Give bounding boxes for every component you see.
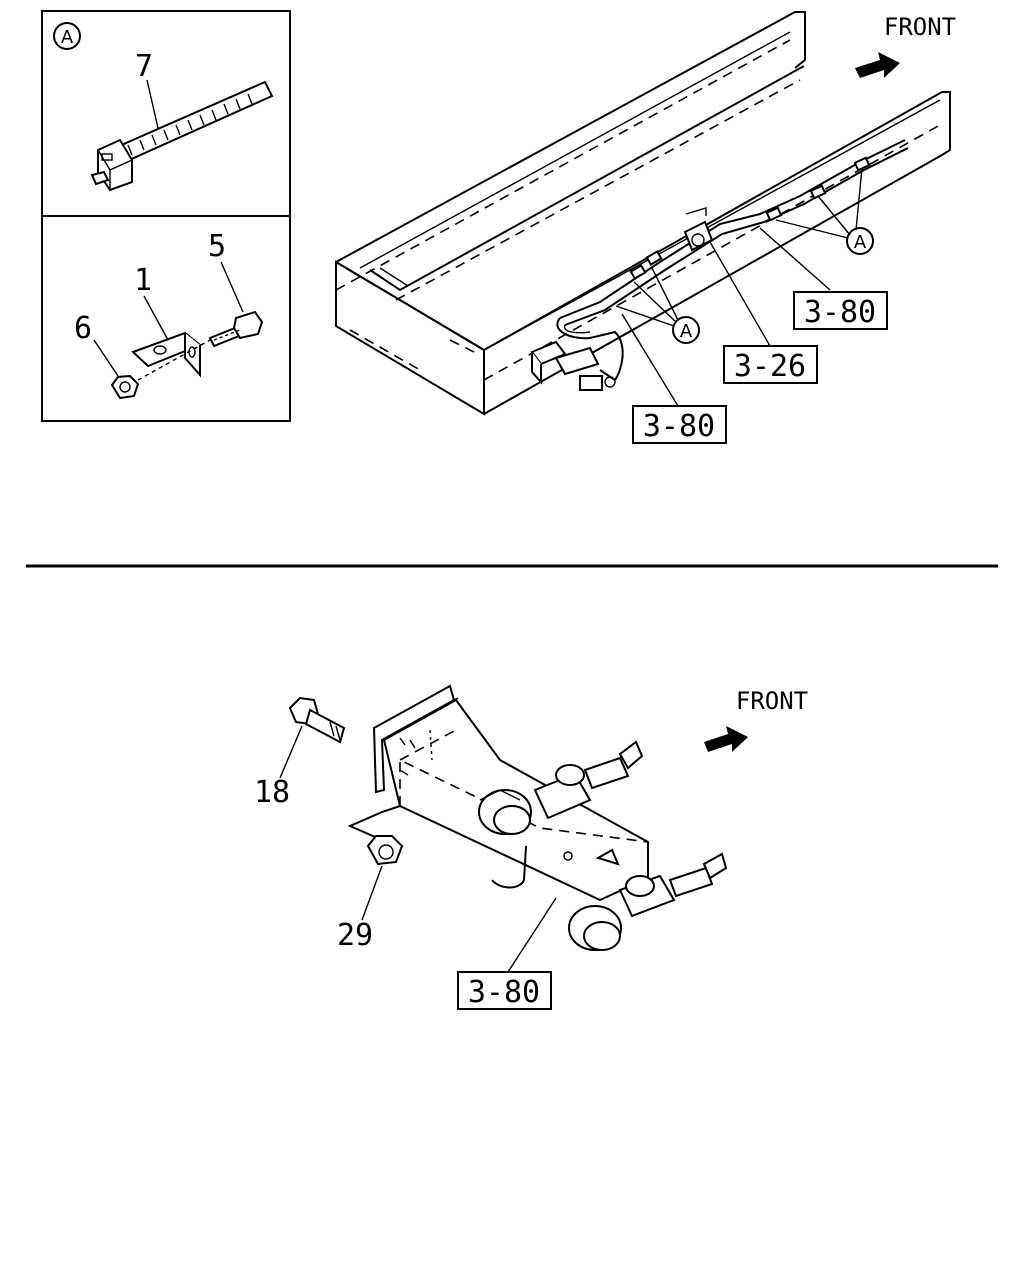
- reference-3-80-upper: 3-80: [804, 295, 876, 330]
- part-number-bolt-18: 18: [254, 775, 290, 810]
- detail-a-marker-letter: A: [61, 27, 74, 48]
- reference-box-3-80-bottom: 3-80: [457, 971, 552, 1010]
- front-arrow-icon: [855, 52, 900, 78]
- reference-3-80-lower: 3-80: [643, 409, 715, 444]
- cable-tie-icon: [90, 80, 274, 192]
- front-arrow-icon-bottom: [704, 726, 748, 752]
- callout-a-2: A: [846, 227, 874, 255]
- fitting-upper-icon: [478, 740, 644, 835]
- reference-3-80-bottom: 3-80: [468, 975, 540, 1010]
- bracket-icon: [131, 331, 202, 378]
- part-number-nut: 6: [74, 311, 92, 346]
- nut-icon: [110, 374, 140, 400]
- front-label-top: FRONT: [884, 13, 956, 41]
- reference-box-3-80-upper: 3-80: [793, 291, 888, 330]
- callout-a-2-letter: A: [854, 232, 867, 253]
- nut-29-icon: [366, 835, 404, 866]
- part-number-nut-29: 29: [337, 918, 373, 953]
- valve-icon: [530, 340, 616, 391]
- reference-box-3-80-lower: 3-80: [632, 405, 727, 444]
- bolt-18-icon: [288, 696, 346, 744]
- reference-3-26: 3-26: [734, 349, 806, 384]
- callout-a-1-letter: A: [680, 321, 693, 342]
- reference-box-3-26: 3-26: [723, 345, 818, 384]
- detail-a-marker: A: [53, 22, 81, 50]
- front-direction-bottom: FRONT: [704, 687, 808, 752]
- part-number-bracket: 1: [134, 263, 152, 298]
- bolt-icon: [208, 310, 264, 348]
- front-label-bottom: FRONT: [736, 687, 808, 715]
- part-number-cable-tie: 7: [135, 49, 153, 84]
- detail-a-inset: A 7 1 5: [41, 10, 291, 422]
- callout-a-1: A: [672, 316, 700, 344]
- valve-manifold-assembly: [279, 684, 728, 973]
- front-direction-top: FRONT: [855, 13, 956, 78]
- part-number-bolt: 5: [208, 229, 226, 264]
- fitting-lower-icon: [568, 852, 728, 951]
- frame-rail-assembly: [335, 11, 951, 416]
